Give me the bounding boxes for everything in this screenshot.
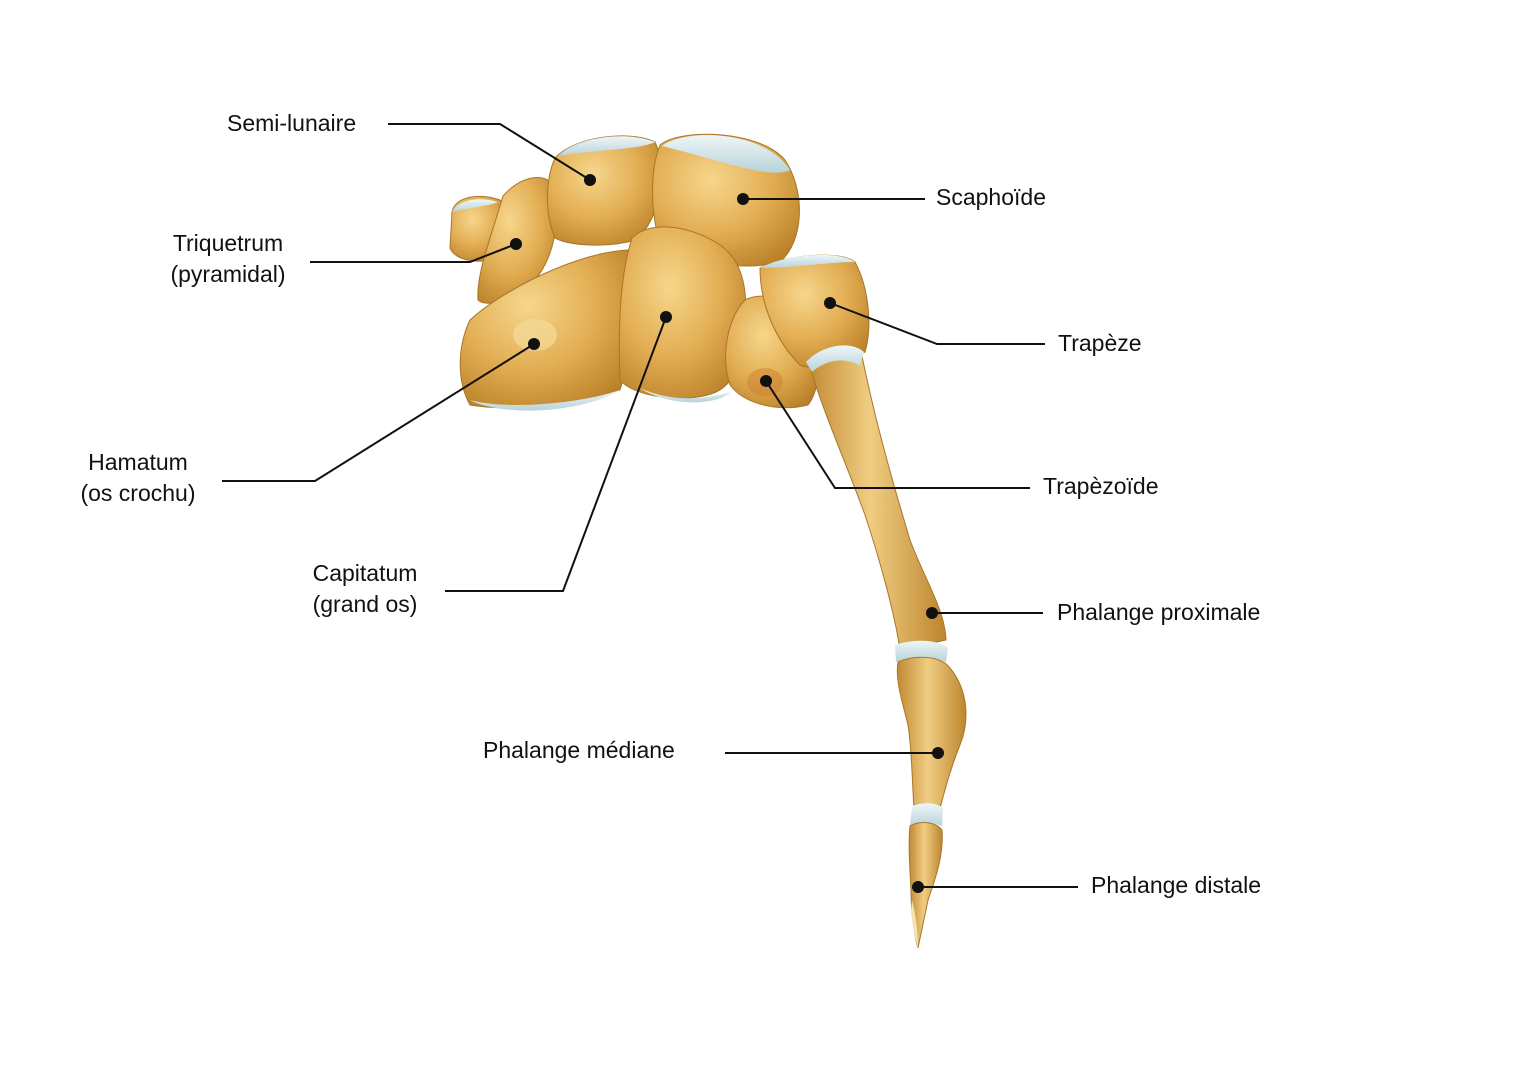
label-capitatum-line1: Capitatum xyxy=(312,560,418,586)
label-hamatum-line2: (os crochu) xyxy=(80,480,196,506)
dot-triquetrum xyxy=(510,238,522,250)
label-triquetrum-line2: (pyramidal) xyxy=(170,261,286,287)
leader-line-trapeze xyxy=(829,302,1045,345)
hamatum-bone xyxy=(459,249,631,411)
leader-line-capitatum xyxy=(445,316,667,592)
label-phalange-distale: Phalange distale xyxy=(1091,872,1262,898)
dot-phalange-mediane xyxy=(932,747,944,759)
dot-semi-lunaire xyxy=(584,174,596,186)
distal-phalanx-bone xyxy=(908,822,943,949)
label-phalange-mediane: Phalange médiane xyxy=(483,737,675,763)
label-semi-lunaire: Semi-lunaire xyxy=(227,110,357,136)
label-trapezoide: Trapèzoïde xyxy=(1043,473,1159,499)
metacarpal-shaft xyxy=(806,345,947,651)
leader-lines xyxy=(222,123,1078,888)
dot-trapeze xyxy=(824,297,836,309)
label-hamatum-line1: Hamatum xyxy=(88,449,188,475)
label-hamatum: Hamatum (os crochu) xyxy=(66,447,210,509)
label-triquetrum-line1: Triquetrum xyxy=(172,230,284,256)
leader-line-hamatum xyxy=(222,343,535,482)
semi-lunaire-bone xyxy=(547,135,662,246)
middle-phalanx-bone xyxy=(896,656,967,826)
dot-capitatum xyxy=(660,311,672,323)
label-scaphoide: Scaphoïde xyxy=(936,184,1046,210)
dot-trapezoide xyxy=(760,375,772,387)
label-triquetrum: Triquetrum (pyramidal) xyxy=(158,228,298,290)
leader-dots xyxy=(510,174,944,893)
dot-scaphoide xyxy=(737,193,749,205)
dot-hamatum xyxy=(528,338,540,350)
trapeze-bone xyxy=(759,254,870,368)
leader-line-trapezoide xyxy=(765,380,1030,489)
label-capitatum-line2: (grand os) xyxy=(312,591,418,617)
label-phalange-proximale: Phalange proximale xyxy=(1057,599,1261,625)
dot-phalange-proximale xyxy=(926,607,938,619)
label-trapeze: Trapèze xyxy=(1058,330,1142,356)
label-capitatum: Capitatum (grand os) xyxy=(296,558,434,620)
dot-phalange-distale xyxy=(912,881,924,893)
joint-cartilage-proximal xyxy=(895,640,948,662)
leader-line-triquetrum xyxy=(310,243,517,263)
capitatum-bone xyxy=(618,226,747,403)
leader-line-semi-lunaire xyxy=(388,123,591,181)
